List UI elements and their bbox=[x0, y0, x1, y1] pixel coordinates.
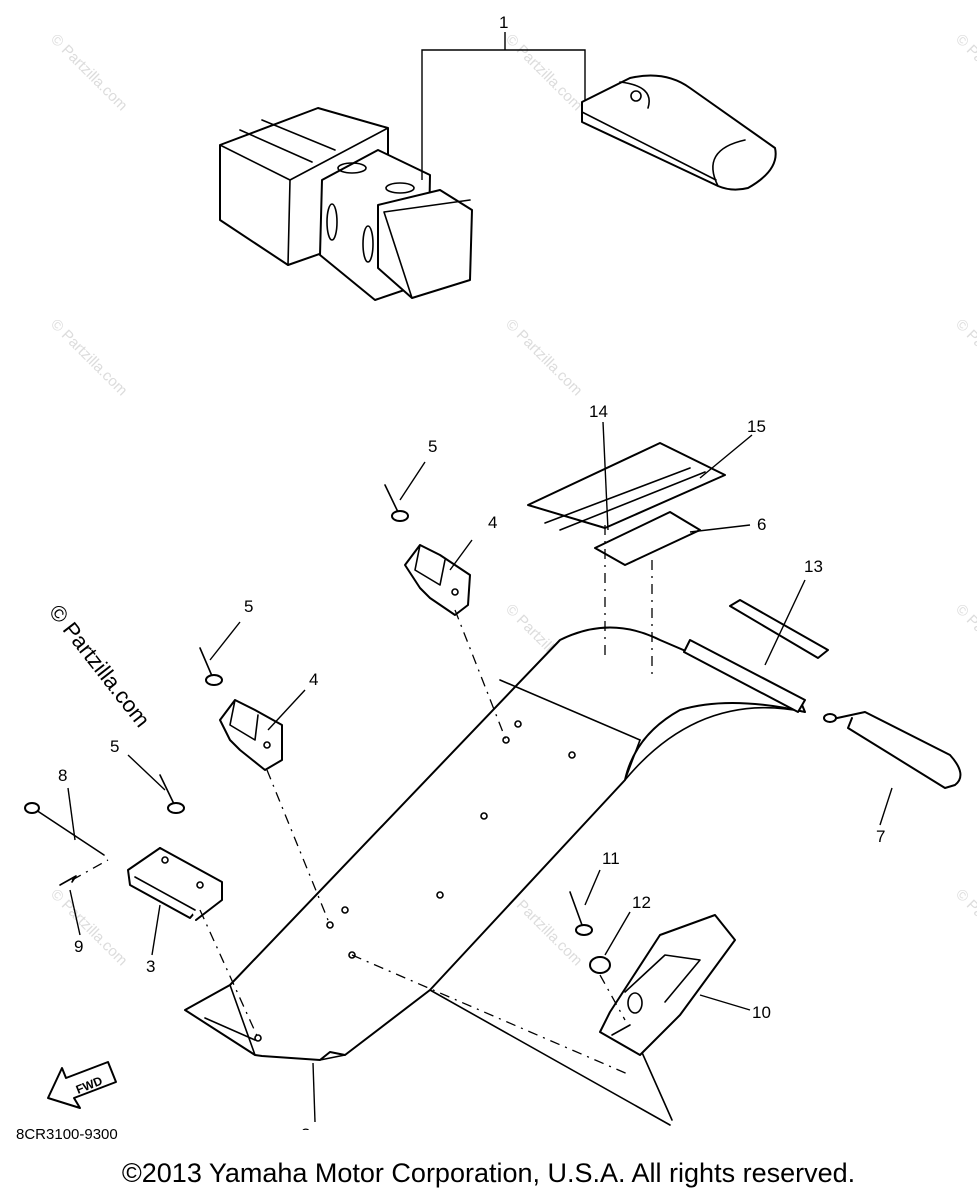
callout-6: 6 bbox=[757, 515, 766, 534]
watermark: © Partzilla.com bbox=[952, 31, 977, 114]
watermark: © Partzilla.com bbox=[952, 886, 977, 969]
callout-2: 2 bbox=[301, 1125, 310, 1130]
callout-1: 1 bbox=[499, 13, 508, 32]
screw-lower[interactable] bbox=[159, 774, 185, 814]
callout-14: 14 bbox=[589, 402, 608, 421]
hinge-pin[interactable] bbox=[24, 802, 105, 856]
rubber-strip[interactable] bbox=[729, 599, 829, 659]
callout-labels: 1 2 3 4 4 5 5 5 6 7 8 9 10 11 12 13 14 1… bbox=[58, 13, 885, 1130]
callout-4-lower: 4 bbox=[309, 670, 318, 689]
seal-pad-large[interactable] bbox=[527, 442, 726, 531]
watermark: © Partzilla.com bbox=[952, 316, 977, 399]
watermark: © Partzilla.com bbox=[502, 316, 585, 399]
watermark: © Partzilla.com bbox=[47, 316, 130, 399]
screw-upper[interactable] bbox=[384, 484, 409, 522]
callout-11: 11 bbox=[602, 849, 620, 868]
callout-12: 12 bbox=[632, 893, 651, 912]
watermark: © Partzilla.com bbox=[47, 31, 130, 114]
callout-5-lower: 5 bbox=[110, 737, 119, 756]
callout-13: 13 bbox=[804, 557, 823, 576]
callout-8: 8 bbox=[58, 766, 67, 785]
fender-seal-strip bbox=[683, 639, 806, 713]
assembly-lines bbox=[71, 525, 653, 1076]
screw-middle[interactable] bbox=[199, 647, 223, 686]
watermark-large: © Partzilla.com bbox=[44, 600, 155, 732]
callout-5-upper: 5 bbox=[428, 437, 437, 456]
grommet-nut[interactable] bbox=[589, 956, 611, 974]
callout-5-middle: 5 bbox=[244, 597, 253, 616]
callout-1-leader bbox=[421, 32, 586, 180]
callout-15: 15 bbox=[747, 417, 766, 436]
watermark: © Partzilla.com bbox=[502, 31, 585, 114]
clip-lower[interactable] bbox=[219, 699, 283, 771]
rear-fender[interactable] bbox=[184, 626, 806, 1126]
fwd-arrow-icon: FWD bbox=[47, 1061, 117, 1109]
hinge-bracket[interactable] bbox=[127, 847, 223, 921]
cotter-pin[interactable] bbox=[59, 875, 77, 886]
tool-kit-pouch[interactable] bbox=[581, 74, 777, 191]
clip-upper[interactable] bbox=[404, 544, 471, 616]
watermark: © Partzilla.com bbox=[952, 601, 977, 684]
screw-bracket[interactable] bbox=[569, 891, 593, 936]
wire-handle[interactable] bbox=[823, 711, 962, 789]
callout-4-upper: 4 bbox=[488, 513, 497, 532]
fender-edge bbox=[639, 1047, 673, 1121]
callout-9: 9 bbox=[74, 937, 83, 956]
copyright-notice: ©2013 Yamaha Motor Corporation, U.S.A. A… bbox=[121, 1158, 856, 1188]
diagram-code: 8CR3100-9300 bbox=[16, 1126, 118, 1143]
callout-3: 3 bbox=[146, 957, 155, 976]
callout-leaders bbox=[67, 421, 893, 1123]
watermark: © Partzilla.com bbox=[47, 886, 130, 969]
pad-small[interactable] bbox=[594, 511, 701, 566]
lower-bracket[interactable] bbox=[599, 914, 736, 1056]
callout-10: 10 bbox=[752, 1003, 771, 1022]
tool-kit-case[interactable] bbox=[219, 107, 473, 301]
callout-7: 7 bbox=[876, 827, 885, 846]
exploded-parts-diagram: © Partzilla.com © Partzilla.com © Partzi… bbox=[24, 13, 977, 1130]
